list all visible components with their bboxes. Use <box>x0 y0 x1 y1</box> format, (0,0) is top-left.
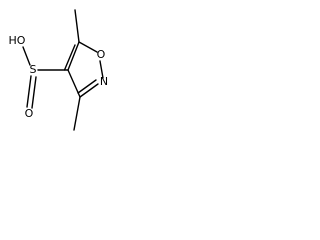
bond-s-oh <box>22 46 31 66</box>
bond-o1-n2 <box>99 60 104 79</box>
bond-c3-methyl <box>73 96 81 131</box>
sulfur-label: S <box>30 63 37 76</box>
bond-c5-o1 <box>78 41 98 53</box>
bond-n2-c3 <box>79 83 99 98</box>
bond-s-o-double <box>31 76 37 109</box>
bond-c5-c4-double <box>63 44 76 71</box>
sulfinyl-oxygen-label: O <box>25 107 34 120</box>
ring-nitrogen-label: N <box>100 75 108 88</box>
molecule-svg: HO S O O N <box>9 9 108 131</box>
bond-c5-methyl <box>74 9 80 43</box>
structure-diagram: HO S O O N <box>0 0 147 147</box>
bond-s-o <box>26 75 32 108</box>
bond-c3-c4 <box>67 69 81 98</box>
hydroxyl-label: HO <box>9 34 26 47</box>
bond-c5-c4 <box>67 41 80 71</box>
ring-oxygen-label: O <box>97 48 106 61</box>
bond-n2-c3-double <box>77 79 97 94</box>
